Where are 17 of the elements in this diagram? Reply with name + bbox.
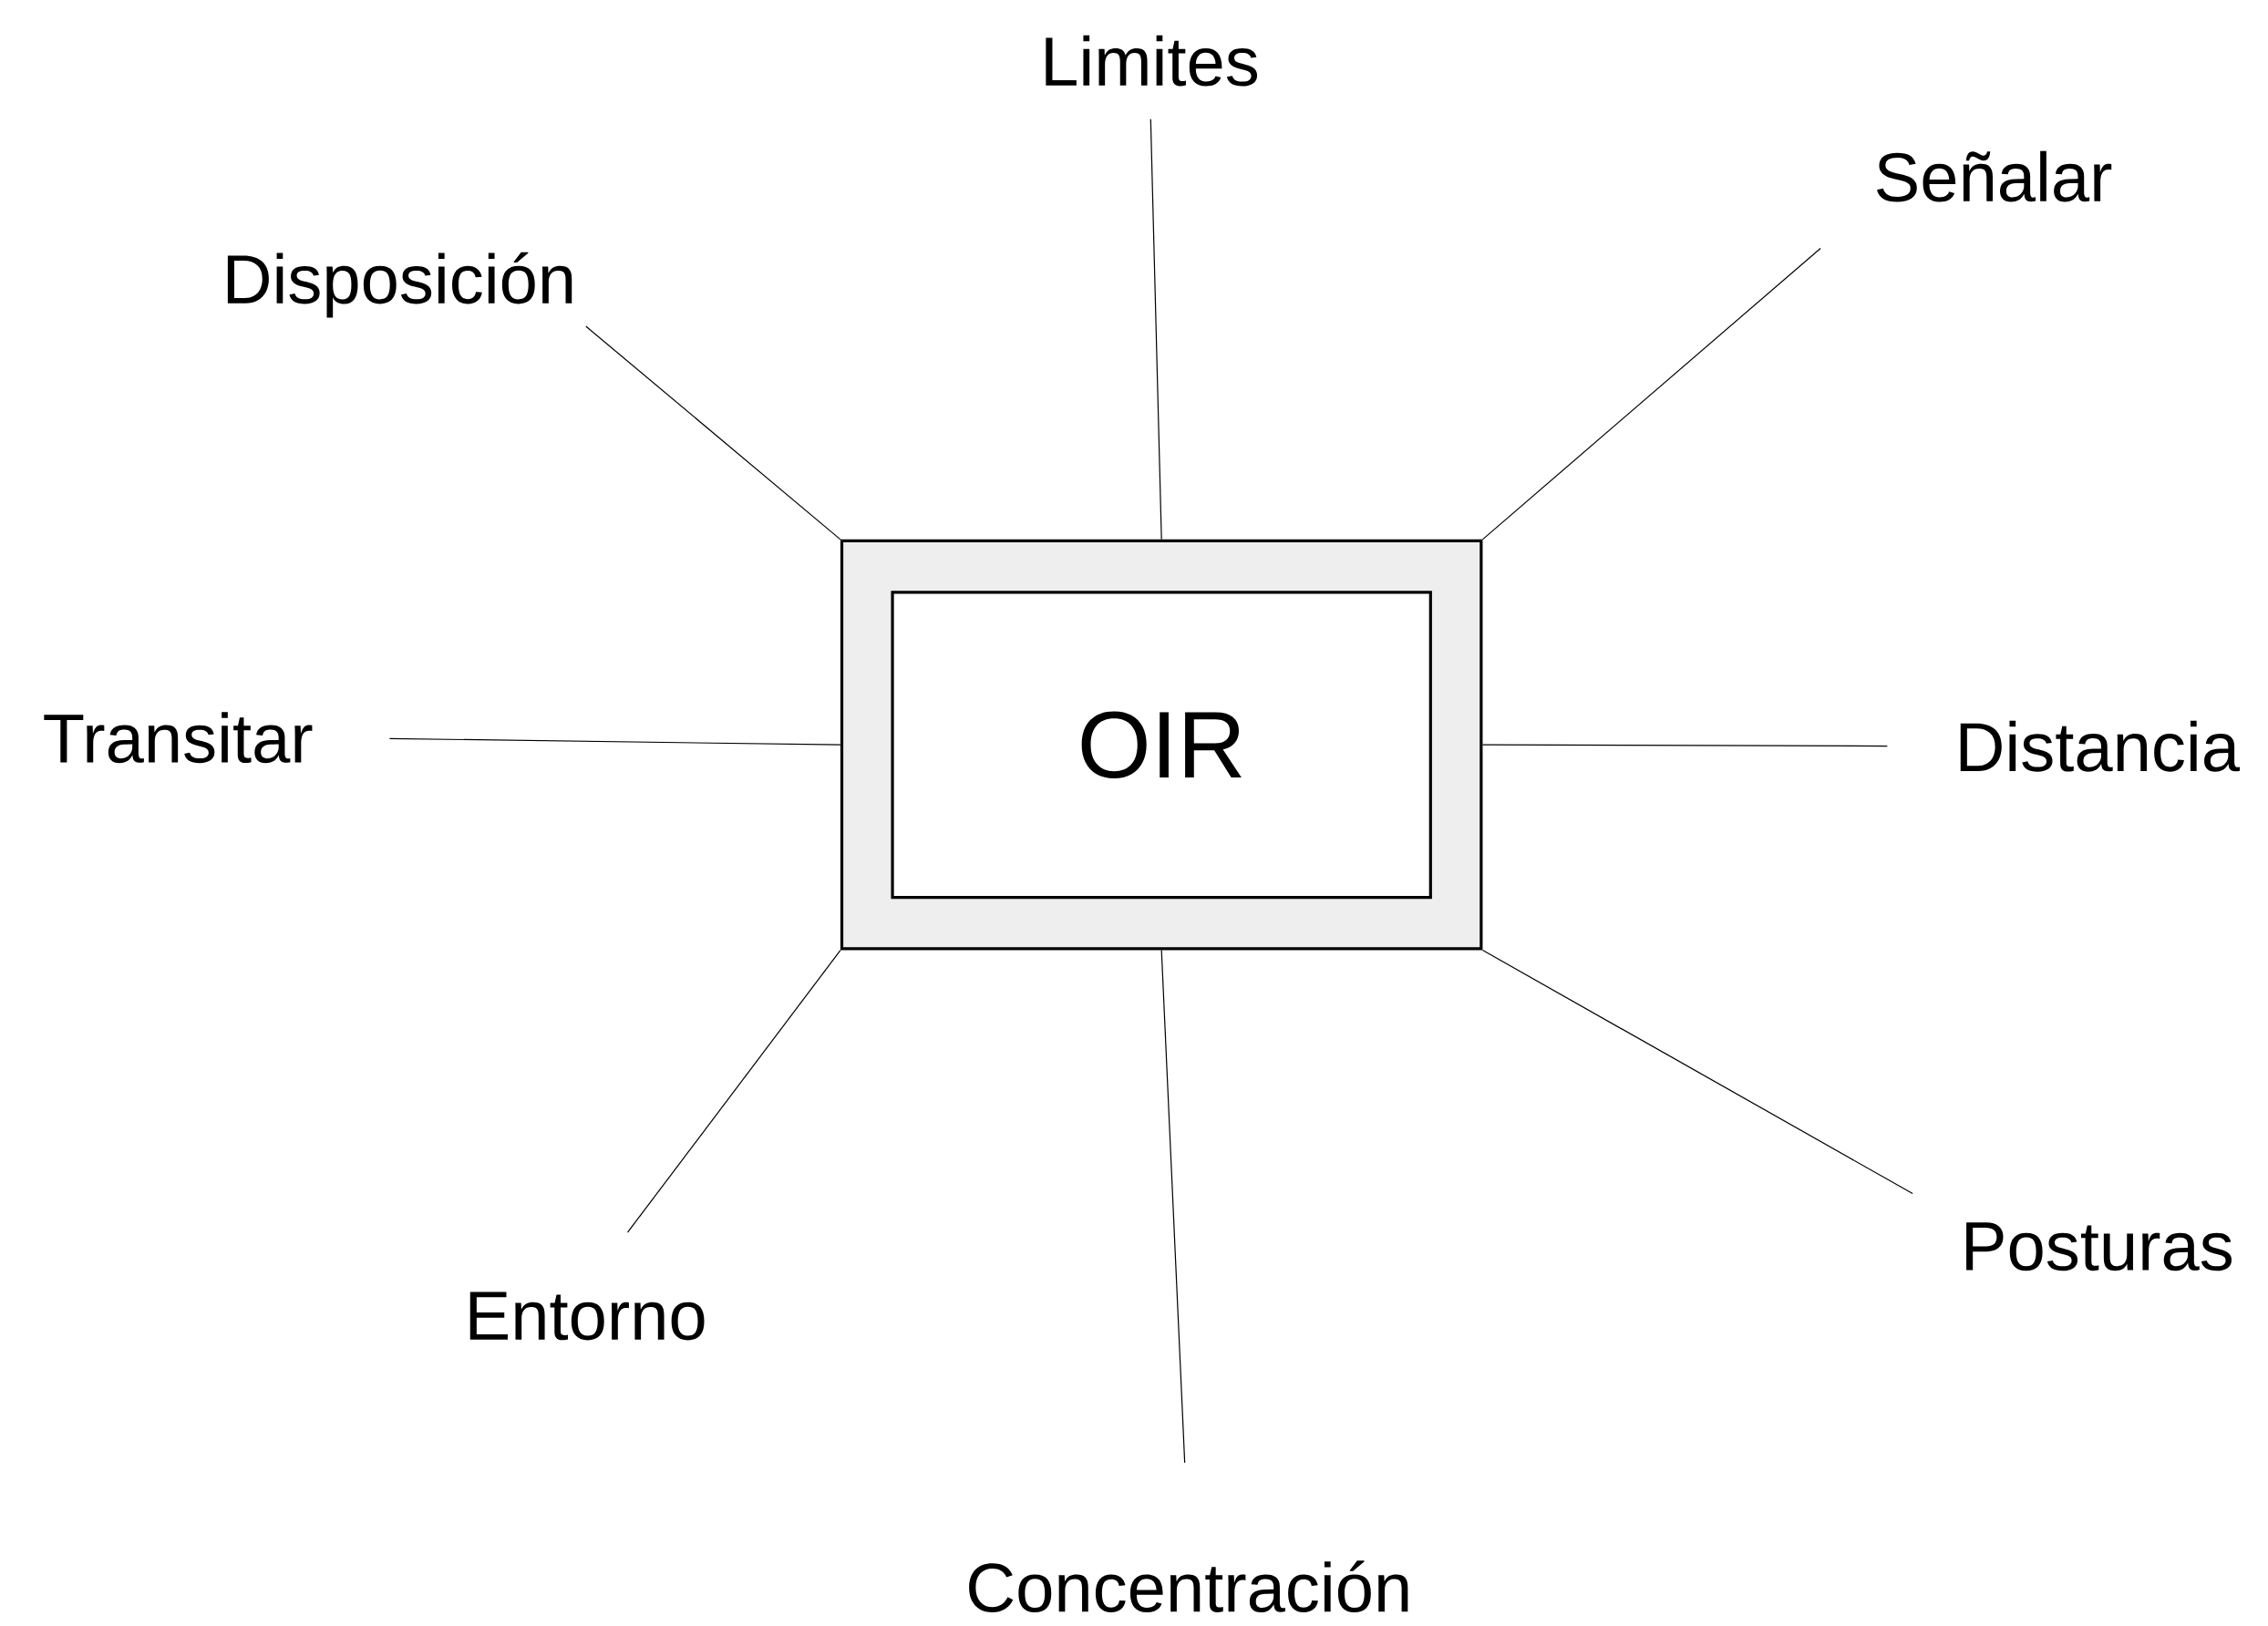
connector-line (388, 738, 841, 746)
connector-line (1481, 744, 1888, 747)
connector-line (585, 325, 841, 540)
connector-line (1149, 118, 1162, 540)
connector-line (1481, 248, 1821, 540)
connector-line (1160, 950, 1186, 1464)
connector-line (626, 950, 841, 1234)
label-text: Disposición (227, 252, 572, 318)
connector-line (1481, 950, 1913, 1195)
label-text: Entorno (469, 1292, 705, 1341)
label-text: Transitar (44, 712, 313, 764)
label-text: Limites (1046, 36, 1258, 87)
label-text: Distancia (1960, 721, 2241, 772)
label-text: Posturas (1966, 1222, 2232, 1271)
label-text: Concentración (969, 1560, 1408, 1613)
label-text: Señalar (1877, 150, 2112, 202)
center-box: OIR (891, 591, 1432, 900)
